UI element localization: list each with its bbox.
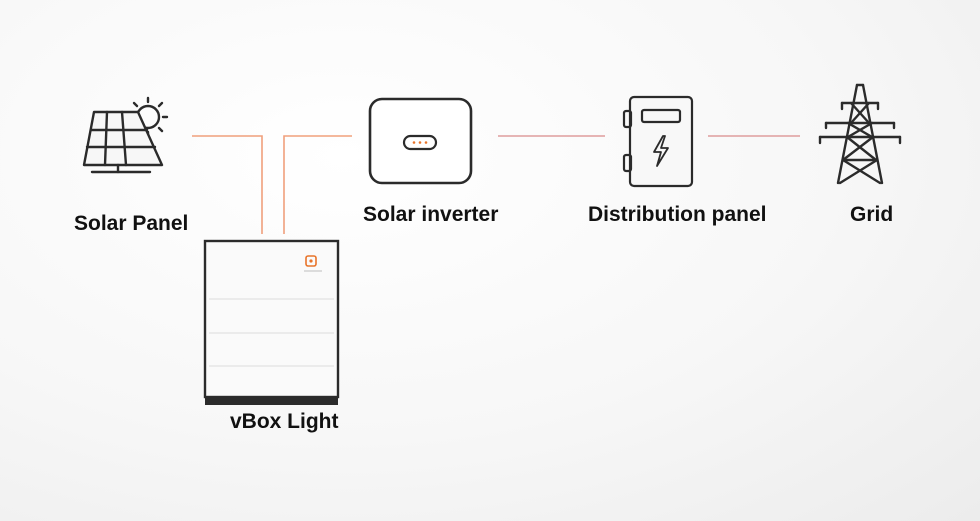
distribution-panel-label: Distribution panel bbox=[588, 203, 767, 226]
transmission-tower-icon bbox=[818, 83, 902, 185]
distribution-panel-icon bbox=[622, 95, 694, 188]
battery-to-inverter-line bbox=[283, 135, 352, 234]
vbox-light-label: vBox Light bbox=[230, 410, 339, 433]
battery-brand-logo bbox=[304, 255, 322, 272]
solar-to-battery-line bbox=[192, 135, 263, 234]
solar-panel-icon bbox=[82, 96, 169, 174]
battery-cabinet-icon bbox=[203, 239, 340, 405]
solar-panel-label: Solar Panel bbox=[74, 212, 189, 235]
inverter-icon bbox=[368, 97, 473, 185]
solar-inverter-label: Solar inverter bbox=[363, 203, 499, 226]
dc-connection-lines bbox=[192, 135, 352, 234]
grid-label: Grid bbox=[850, 203, 894, 226]
